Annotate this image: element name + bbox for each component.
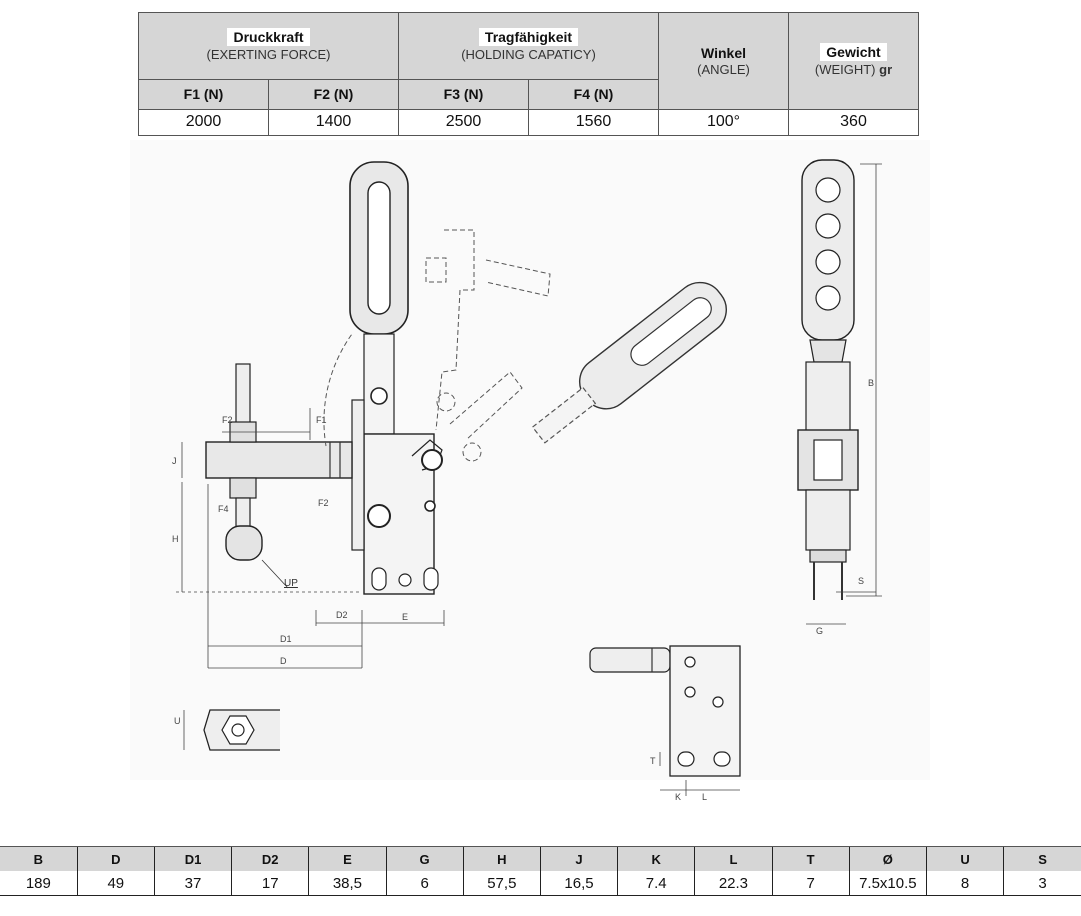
label-k: K (675, 792, 681, 802)
dim-header: Ø (848, 846, 927, 871)
dim-header: K (617, 846, 695, 871)
label-up: UP (284, 578, 298, 589)
arm-tip-detail: U (174, 709, 280, 751)
dim-value: 49 (76, 871, 155, 896)
angle-header: Winkel (ANGLE) (658, 12, 789, 110)
label-f1: F1 (316, 415, 327, 425)
dimensions-table: B D D1 D2 E G H J K L T Ø U S 189 49 37 … (0, 846, 1081, 896)
col-f2: F2 (N) (268, 78, 399, 110)
holding-capacity-subtitle: (HOLDING CAPATICY) (461, 47, 596, 63)
label-g: G (816, 626, 823, 636)
dim-header: L (694, 846, 773, 871)
dim-value: 6 (385, 871, 464, 896)
label-h: H (172, 534, 179, 544)
angle-subtitle: (ANGLE) (697, 61, 750, 77)
dim-value: 38,5 (308, 871, 387, 896)
exerting-force-subtitle: (EXERTING FORCE) (206, 47, 331, 63)
label-d2: D2 (336, 610, 348, 620)
col-f4: F4 (N) (528, 78, 659, 110)
label-j: J (172, 456, 177, 466)
dim-header: J (539, 846, 618, 871)
exerting-force-header: Druckkraft (EXERTING FORCE) (138, 12, 399, 80)
dim-value: 7.4 (617, 871, 695, 896)
dim-header: G (385, 846, 464, 871)
dim-header: D1 (153, 846, 232, 871)
dimensions-header-row: B D D1 D2 E G H J K L T Ø U S (0, 846, 1081, 871)
dim-value: 8 (925, 871, 1004, 896)
label-f2-top: F2 (222, 415, 233, 425)
dim-header: T (771, 846, 850, 871)
angle-title: Winkel (701, 44, 746, 61)
label-f2-bottom: F2 (318, 498, 329, 508)
dim-value: 37 (153, 871, 232, 896)
dim-header: E (308, 846, 387, 871)
holding-capacity-title: Tragfähigkeit (478, 28, 579, 47)
weight-subtitle: (WEIGHT) (814, 62, 876, 78)
dim-value: 189 (0, 871, 78, 896)
label-d: D (280, 656, 287, 666)
exerting-force-title: Druckkraft (227, 28, 310, 47)
col-f1: F1 (N) (138, 78, 269, 110)
dim-header: H (462, 846, 541, 871)
dim-value: 7 (771, 871, 850, 896)
value-angle: 100° (658, 109, 789, 137)
weight-title: Gewicht (820, 43, 887, 62)
spec-table: Druckkraft (EXERTING FORCE) Tragfähigkei… (138, 12, 919, 137)
dim-header: U (925, 846, 1004, 871)
dim-header: D (76, 846, 155, 871)
dim-value: 16,5 (539, 871, 618, 896)
dim-value: 17 (231, 871, 309, 896)
side-view: F2 F1 F2 F4 J H D2 E D1 D UP (172, 161, 727, 669)
value-f4: 1560 (528, 109, 659, 137)
holding-capacity-header: Tragfähigkeit (HOLDING CAPATICY) (398, 12, 659, 80)
label-f4: F4 (218, 504, 229, 514)
weight-unit: gr (879, 62, 893, 78)
dim-value: 57,5 (462, 871, 541, 896)
label-b: B (868, 378, 874, 388)
weight-subtitle-line: (WEIGHT) gr (789, 62, 918, 78)
label-s: S (858, 576, 864, 586)
label-u: U (174, 716, 181, 726)
label-e: E (402, 612, 408, 622)
dim-value: 7.5x10.5 (848, 871, 927, 896)
clamp-technical-drawing: F2 F1 F2 F4 J H D2 E D1 D UP B (130, 140, 930, 802)
value-f3: 2500 (398, 109, 529, 137)
dim-header: B (0, 846, 78, 871)
value-weight: 360 (788, 109, 919, 137)
dimensions-value-row: 189 49 37 17 38,5 6 57,5 16,5 7.4 22.3 7… (0, 871, 1081, 896)
base-plate-detail: T K L (589, 645, 741, 802)
col-f3: F3 (N) (398, 78, 529, 110)
label-t: T (650, 756, 656, 766)
dim-header: S (1003, 846, 1081, 871)
dim-value: 22.3 (694, 871, 773, 896)
value-f1: 2000 (138, 109, 269, 137)
dim-header: D2 (231, 846, 309, 871)
label-l: L (702, 792, 707, 802)
weight-header: Gewicht (WEIGHT) gr (788, 12, 919, 110)
label-d1: D1 (280, 634, 292, 644)
front-view: B S G (797, 159, 882, 636)
value-f2: 1400 (268, 109, 399, 137)
dim-value: 3 (1003, 871, 1081, 896)
